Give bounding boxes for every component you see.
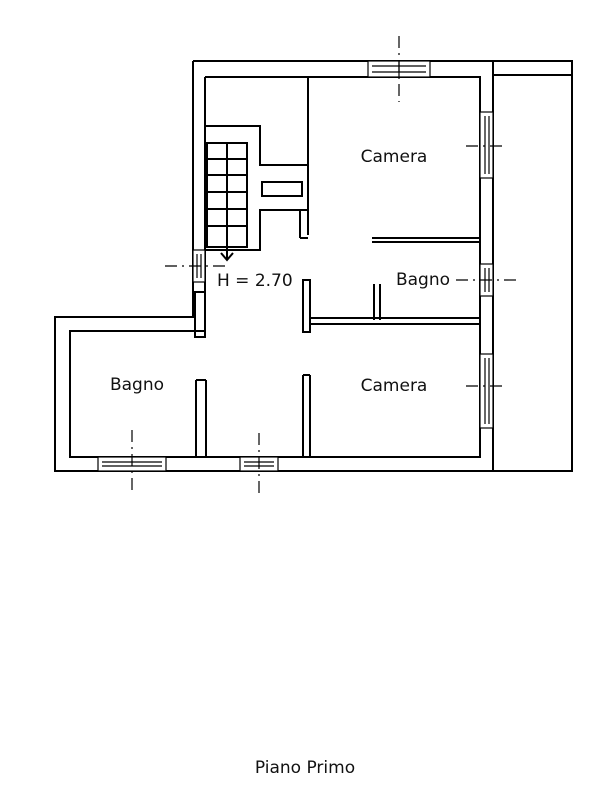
- plan-caption: Piano Primo: [254, 758, 356, 778]
- staircase: [205, 125, 309, 251]
- window-camera-top: [479, 111, 494, 179]
- outer-wall-inner: [69, 76, 481, 458]
- room-label-bagno-right: Bagno: [396, 270, 450, 290]
- room-label-bagno-left: Bagno: [110, 375, 164, 395]
- wall-corridor-left: [194, 291, 206, 338]
- terrace: [492, 60, 573, 472]
- window-camera-bottom: [479, 353, 494, 429]
- niche: [261, 181, 303, 197]
- section-lines: [131, 36, 520, 498]
- stair-arrow-head: [220, 252, 234, 262]
- room-label-camera-top: Camera: [361, 147, 428, 167]
- room-label-camera-bottom: Camera: [361, 376, 428, 396]
- ceiling-height-label: H = 2.70: [217, 271, 293, 291]
- wall-corridor-right: [302, 279, 311, 333]
- outer-wall-outer: [54, 60, 494, 472]
